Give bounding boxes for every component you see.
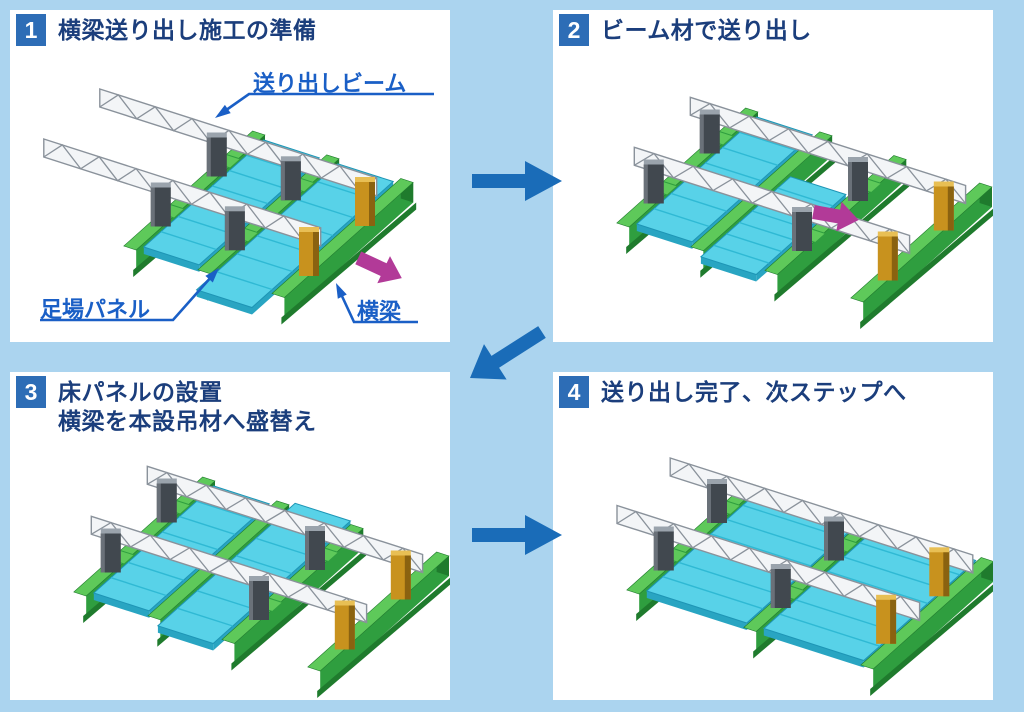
leader-arrowhead-scaffold-panel [205, 268, 219, 283]
flow-arrow-step1-to-step2 [472, 161, 562, 201]
hanger-bracket-dark [206, 132, 227, 177]
launching-truss-beam [689, 96, 967, 205]
hanger-bracket-orange [876, 594, 897, 644]
hanger-bracket-orange [355, 177, 375, 226]
hanger-bracket-dark [643, 159, 664, 204]
flow-arrow-step3-to-step4 [472, 515, 562, 555]
step-title-1: 横梁送り出し施工の準備 [58, 17, 317, 43]
illustration-step-2 [616, 96, 993, 329]
leader-line-sending-beam [221, 92, 434, 115]
hanger-bracket-orange [390, 550, 411, 600]
step-number-badge-1: 1 [16, 14, 46, 46]
step-panel-1: 1 横梁送り出し施工の準備 送り出しビーム 足場パネル 横梁 [10, 10, 450, 342]
hanger-bracket-orange [877, 231, 898, 281]
step-title-3: 床パネルの設置 [58, 379, 223, 405]
label-sending-beam: 送り出しビーム [253, 71, 407, 96]
leader-line-cross-beam [339, 293, 418, 324]
label-cross-beam: 横梁 [357, 299, 402, 324]
hanger-bracket-orange [299, 227, 319, 276]
direction-arrow-magenta [812, 201, 859, 232]
hanger-bracket-dark [792, 207, 812, 251]
step-panel-4: 4 送り出し完了、次ステップへ [553, 372, 993, 700]
step-number-badge-2: 2 [559, 14, 589, 46]
step-number-badge-4: 4 [559, 376, 589, 408]
step-title-2: ビーム材で送り出し [601, 17, 812, 43]
illustration-step-4 [616, 457, 993, 696]
direction-arrow-magenta [355, 251, 402, 284]
leader-line-scaffold-panel [40, 275, 213, 322]
leader-arrowhead-cross-beam [336, 283, 347, 299]
launching-truss-beam [90, 515, 368, 624]
hanger-bracket-dark [156, 478, 177, 523]
hanger-bracket-dark [653, 526, 674, 571]
step-number-badge-3: 3 [16, 376, 46, 408]
hanger-bracket-dark [305, 526, 325, 570]
step-panel-3: 3 床パネルの設置 横梁を本設吊材へ盛替え [10, 372, 450, 700]
hanger-bracket-orange [933, 181, 954, 231]
illustration-step-3 [73, 465, 450, 698]
step-panel-2: 2 ビーム材で送り出し [553, 10, 993, 342]
hanger-bracket-dark [224, 206, 245, 251]
hanger-bracket-dark [100, 528, 121, 573]
label-scaffold-panel: 足場パネル [40, 297, 151, 322]
hanger-bracket-orange [334, 600, 355, 650]
hanger-bracket-dark [848, 157, 868, 201]
flow-arrow-step2-to-step3 [470, 326, 546, 380]
hanger-bracket-orange [929, 547, 950, 597]
hanger-bracket-dark [249, 576, 269, 620]
leader-arrowhead-sending-beam [215, 104, 231, 118]
hanger-bracket-dark [707, 479, 727, 523]
step-title-4: 送り出し完了、次ステップへ [601, 379, 907, 405]
step-title-3-line2: 横梁を本設吊材へ盛替え [58, 408, 317, 434]
launching-truss-beam [43, 138, 322, 247]
launching-truss-beam [99, 88, 378, 197]
hanger-bracket-dark [150, 182, 171, 227]
hanger-bracket-dark [699, 109, 720, 154]
hanger-bracket-dark [824, 516, 844, 561]
hanger-bracket-dark [770, 564, 791, 608]
launching-truss-beam [146, 465, 424, 574]
illustration-step-1 [40, 88, 434, 325]
hanger-bracket-dark [280, 156, 301, 201]
